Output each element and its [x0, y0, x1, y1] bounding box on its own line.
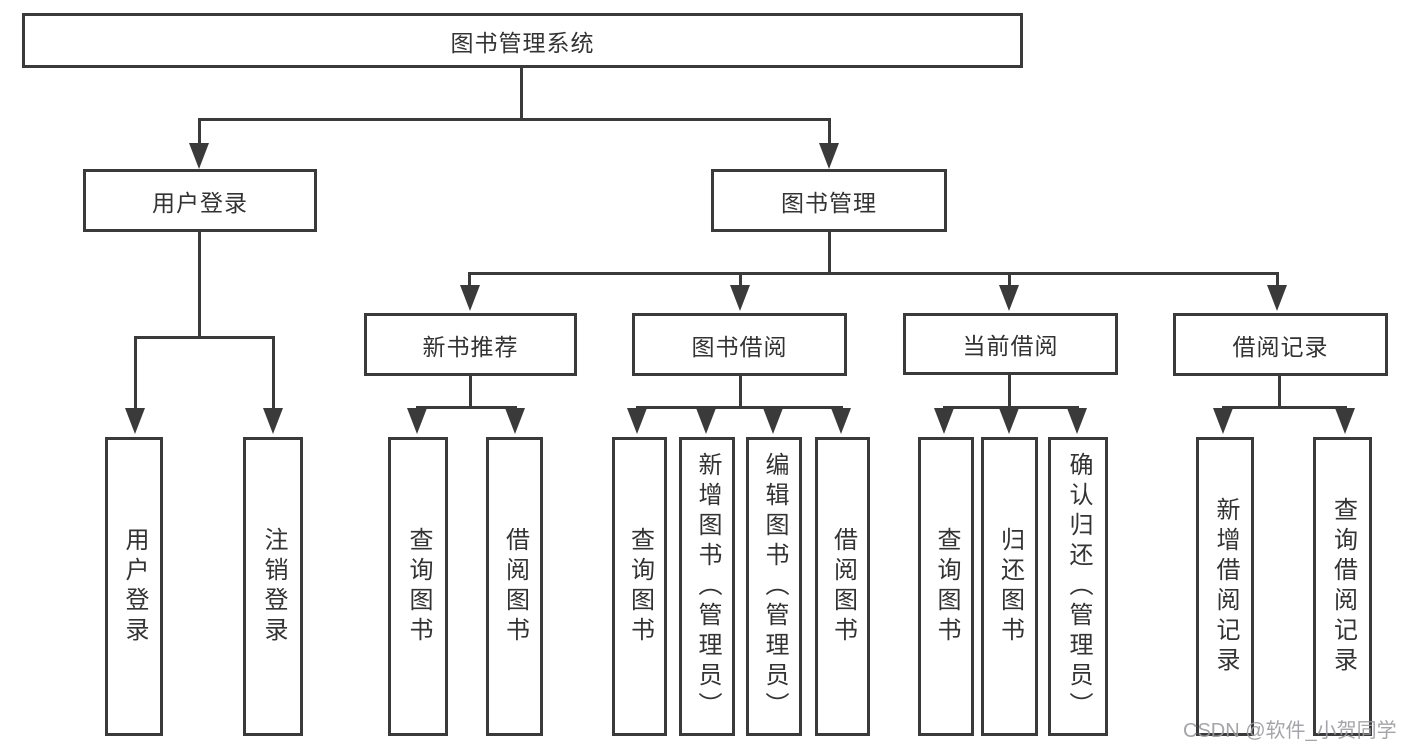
node-new-book-recommend-label: 新书推荐	[422, 333, 519, 360]
connector-line	[468, 272, 471, 290]
connector-line	[520, 68, 523, 118]
node-user-login-label: 用户登录	[152, 189, 248, 216]
connector-line	[828, 232, 831, 272]
arrow-down-icon	[263, 408, 283, 434]
connector-line	[636, 406, 843, 409]
connector-line	[198, 118, 201, 148]
csdn-watermark: CSDN @软件_小贺同学	[1183, 720, 1397, 742]
connector-line	[198, 118, 831, 121]
connector-line	[469, 272, 1279, 275]
leaf-edit-book-admin-label: 编辑图书（管理员）	[761, 451, 788, 722]
leaf-confirm-return-admin-label: 确认归还（管理员）	[1065, 451, 1092, 722]
arrow-down-icon	[1267, 285, 1287, 311]
connector-line	[828, 118, 831, 148]
leaf-add-borrow-record-label: 新增借阅记录	[1212, 496, 1239, 677]
connector-line	[739, 376, 742, 406]
node-root: 图书管理系统	[22, 13, 1023, 68]
leaf-return-book-label: 归还图书	[996, 526, 1024, 647]
node-book-borrow-label: 图书借阅	[691, 333, 788, 360]
connector-line	[1008, 272, 1011, 290]
arrow-down-icon	[696, 408, 716, 434]
connector-line	[416, 406, 517, 409]
node-current-borrow: 当前借阅	[903, 313, 1118, 375]
leaf-logout-label: 注销登录	[260, 526, 287, 647]
arrow-down-icon	[1335, 408, 1355, 434]
leaf-borrow-book-1-label: 借阅图书	[501, 526, 529, 647]
leaf-query-book-1: 查询图书	[388, 437, 448, 736]
leaf-query-book-1-label: 查询图书	[405, 526, 432, 647]
leaf-borrow-book-2-label: 借阅图书	[829, 526, 857, 647]
arrow-down-icon	[730, 285, 750, 311]
leaf-borrow-book-1: 借阅图书	[486, 437, 543, 736]
arrow-down-icon	[189, 143, 209, 169]
arrow-down-icon	[407, 408, 427, 434]
node-current-borrow-label: 当前借阅	[962, 333, 1059, 359]
leaf-query-book-3-label: 查询图书	[933, 526, 960, 647]
connector-line	[943, 406, 1079, 409]
node-user-login: 用户登录	[83, 169, 317, 232]
arrow-down-icon	[831, 408, 851, 434]
connector-line	[1008, 375, 1011, 406]
leaf-user-login-label: 用户登录	[121, 526, 148, 647]
connector-line	[1276, 272, 1279, 290]
node-borrow-record: 借阅记录	[1173, 313, 1388, 376]
leaf-borrow-book-2: 借阅图书	[815, 437, 870, 736]
node-new-book-recommend: 新书推荐	[364, 313, 577, 376]
leaf-confirm-return-admin: 确认归还（管理员）	[1048, 437, 1108, 736]
leaf-query-borrow-record-label: 查询借阅记录	[1329, 496, 1357, 677]
connector-line	[198, 232, 201, 336]
connector-line	[272, 336, 275, 410]
node-book-borrow: 图书借阅	[632, 313, 847, 376]
arrow-down-icon	[999, 408, 1019, 434]
connector-line	[134, 336, 275, 339]
leaf-logout: 注销登录	[243, 437, 303, 736]
node-borrow-record-label: 借阅记录	[1232, 333, 1329, 360]
connector-line	[134, 336, 137, 410]
leaf-return-book: 归还图书	[981, 437, 1038, 736]
node-book-management: 图书管理	[711, 169, 947, 232]
arrow-down-icon	[1213, 408, 1233, 434]
connector-line	[469, 376, 472, 406]
leaf-query-book-3: 查询图书	[918, 437, 974, 736]
arrow-down-icon	[999, 285, 1019, 311]
leaf-query-book-2: 查询图书	[612, 437, 667, 736]
leaf-edit-book-admin: 编辑图书（管理员）	[746, 437, 802, 736]
leaf-query-borrow-record: 查询借阅记录	[1313, 437, 1372, 736]
arrow-down-icon	[763, 408, 783, 434]
node-root-label: 图书管理系统	[450, 29, 595, 56]
leaf-add-book-admin-label: 新增图书（管理员）	[694, 451, 721, 722]
leaf-add-borrow-record: 新增借阅记录	[1196, 437, 1254, 736]
leaf-add-book-admin: 新增图书（管理员）	[679, 437, 735, 736]
arrow-down-icon	[460, 285, 480, 311]
arrow-down-icon	[1067, 408, 1087, 434]
leaf-query-book-2-label: 查询图书	[626, 526, 654, 647]
arrow-down-icon	[819, 143, 839, 169]
node-book-management-label: 图书管理	[781, 189, 877, 216]
connector-line	[739, 272, 742, 290]
arrow-down-icon	[627, 408, 647, 434]
leaf-user-login: 用户登录	[105, 437, 163, 736]
connector-line	[1222, 406, 1347, 409]
arrow-down-icon	[934, 408, 954, 434]
connector-line	[1278, 376, 1281, 406]
arrow-down-icon	[125, 408, 145, 434]
arrow-down-icon	[505, 408, 525, 434]
